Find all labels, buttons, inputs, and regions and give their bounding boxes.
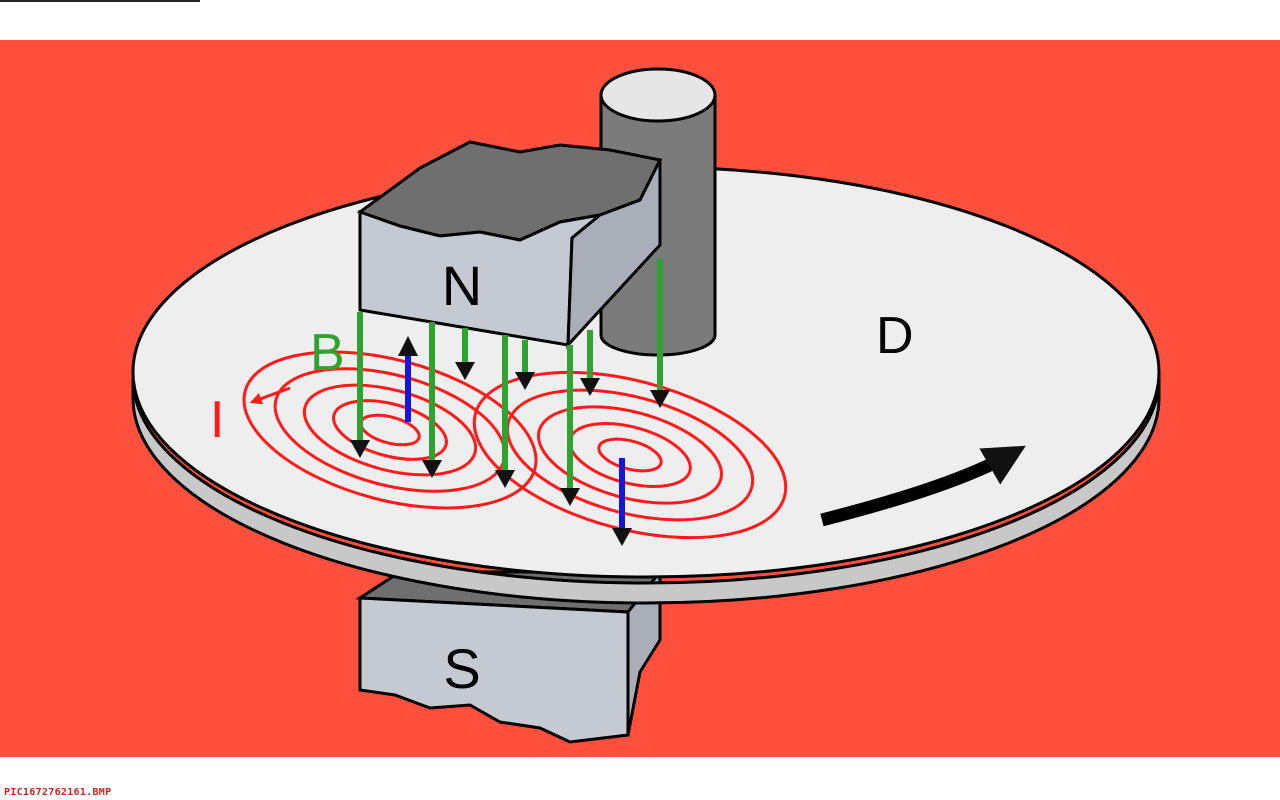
- south-pole-label: S: [443, 637, 480, 700]
- disc-label: D: [876, 307, 914, 365]
- rotation-arrow: [820, 445, 1026, 527]
- disc-edge: [131, 377, 1161, 605]
- eddy-current-diagram: S: [0, 40, 1280, 757]
- top-rule: [0, 0, 200, 2]
- field-lines: [357, 258, 663, 488]
- image-filename: PIC1672762161.BMP: [4, 787, 112, 798]
- north-magnet: N: [356, 140, 663, 350]
- field-label: B: [310, 324, 345, 382]
- field-arrowheads: [350, 362, 670, 506]
- force-vectors: [398, 336, 632, 546]
- current-direction-arrow: [249, 386, 291, 405]
- current-label: I: [210, 391, 224, 449]
- north-pole-label: N: [442, 254, 482, 317]
